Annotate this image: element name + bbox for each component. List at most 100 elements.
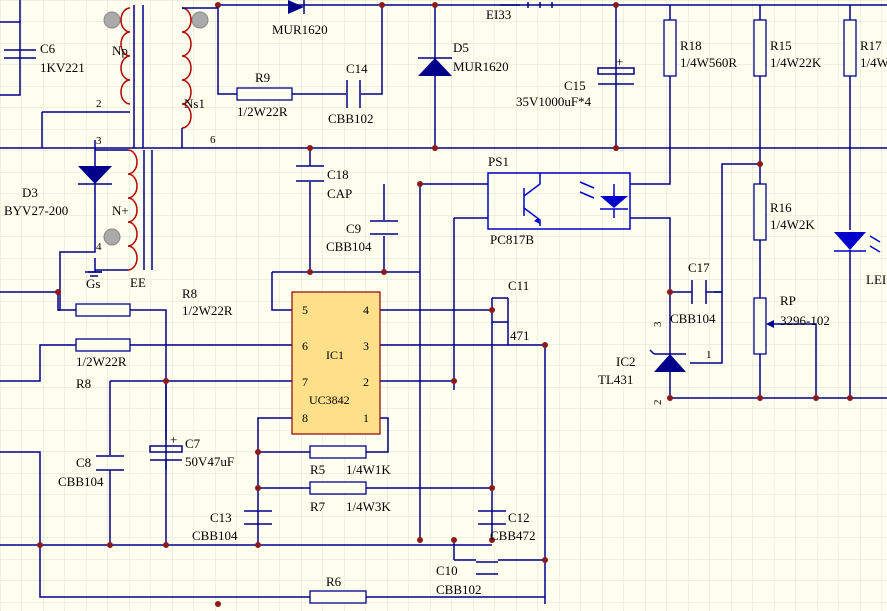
c6-value: 1KV221 [40, 60, 85, 75]
c17-value: CBB104 [670, 311, 716, 326]
capacitor-c11: C11 471 [492, 278, 530, 343]
capacitor-c8: C8 CBB104 [58, 455, 124, 489]
ns1-winding [181, 7, 192, 129]
d5-ref: D5 [453, 40, 469, 55]
capacitor-c9: C9 CBB104 [326, 220, 398, 254]
mur-top-value: MUR1620 [272, 22, 328, 37]
resistor-r16: R16 1/4W2K [753, 183, 815, 241]
resistor-r18: R18 1/4W560R [663, 19, 737, 77]
potentiometer-rp: RP 3296-102 [753, 293, 830, 355]
c17-ref: C17 [688, 260, 710, 275]
c7-plus-icon: + [170, 432, 177, 447]
np-label: Np [112, 43, 128, 58]
resistor-r8-lower: 1/2W22R R8 [75, 338, 131, 391]
r8-upper-ref: R8 [182, 286, 197, 301]
r7-ref: R7 [310, 499, 326, 514]
capacitor-c17: C17 CBB104 [670, 260, 716, 326]
resistor-r8-upper: R8 1/2W22R [75, 286, 233, 318]
ic2-ref: IC2 [616, 354, 636, 369]
nplus-winding [127, 149, 138, 271]
transformer: Np Ns1 N+ EE 2 3 4 6 Gs [85, 7, 218, 291]
r9-ref: R9 [255, 70, 270, 85]
c15-value: 35V1000uF*4 [516, 94, 592, 109]
c10-value: CBB102 [436, 582, 482, 597]
ic2-pin-3: 3 [652, 321, 664, 327]
c14-ref: C14 [346, 61, 368, 76]
ns1-label: Ns1 [184, 96, 205, 111]
r6-ref: R6 [326, 574, 342, 589]
rp-value: 3296-102 [780, 313, 830, 328]
winding-pin-3: 3 [96, 135, 102, 147]
resistor-r15: R15 1/4W22K [753, 19, 822, 77]
c13-ref: C13 [210, 510, 232, 525]
ic2-pin-1: 1 [706, 349, 712, 361]
ee-label: EE [130, 275, 146, 290]
gs-label: Gs [86, 276, 100, 291]
r16-value: 1/4W2K [770, 217, 815, 232]
ic1-pin-7: 7 [302, 375, 308, 389]
c7-value: 50V47uF [185, 454, 234, 469]
resistor-r9: R9 1/2W22R [236, 70, 293, 119]
r17-ref: R17 [860, 38, 882, 53]
c6-ref: C6 [40, 41, 56, 56]
ic1-pin-3: 3 [363, 339, 369, 353]
capacitor-c14: C14 CBB102 [328, 61, 374, 126]
inductor-ei33: EI33 [486, 2, 553, 22]
d3-ref: D3 [22, 185, 38, 200]
led-label: LEI [866, 272, 886, 287]
ic1-value: UC3842 [309, 393, 350, 407]
c12-ref: C12 [508, 510, 530, 525]
r8-upper-value: 1/2W22R [182, 303, 233, 318]
capacitor-c15: + C15 35V1000uF*4 [516, 54, 635, 109]
c18-value: CAP [327, 186, 352, 201]
resistor-r17: R17 1/4W [843, 19, 887, 77]
ic1-ref: IC1 [326, 348, 344, 362]
d3-value: BYV27-200 [4, 203, 68, 218]
r18-value: 1/4W560R [680, 55, 737, 70]
gs-ground-icon [85, 271, 102, 277]
c8-value: CBB104 [58, 474, 104, 489]
r17-value: 1/4W [860, 55, 887, 70]
ei33-label: EI33 [486, 7, 511, 22]
r8-lower-value: 1/2W22R [76, 354, 127, 369]
diode-d3: D3 BYV27-200 [4, 166, 112, 218]
capacitor-c13: C13 CBB104 [192, 510, 272, 543]
ic1-pin-8: 8 [302, 411, 308, 425]
capacitor-c12: C12 CBB472 [478, 510, 536, 543]
ic1-pin-4: 4 [363, 303, 369, 317]
winding-pin-2: 2 [96, 98, 102, 110]
diode-mur1620-top: MUR1620 [272, 0, 328, 37]
r5-ref: R5 [310, 462, 325, 477]
ic2-pin-2: 2 [652, 400, 664, 406]
c15-ref: C15 [564, 78, 586, 93]
winding-pin-6: 6 [210, 134, 216, 146]
junctions [37, 2, 853, 607]
c9-ref: C9 [346, 221, 361, 236]
ic-uc3842: 5 4 6 3 7 2 8 1 IC1 UC3842 [291, 291, 381, 435]
c11-ref: C11 [508, 278, 529, 293]
resistor-r5: R5 1/4W1K [309, 445, 391, 477]
ic-tl431: 3 2 1 IC2 TL431 [598, 321, 712, 405]
capacitor-c7: + C7 50V47uF [149, 432, 234, 470]
ps1-value: PC817B [490, 232, 534, 247]
winding-pin-4: 4 [96, 241, 102, 253]
resistor-r6: R6 [309, 574, 367, 604]
led: LEI [834, 232, 886, 287]
c15-plus-icon: + [616, 54, 623, 69]
c10-ref: C10 [436, 563, 458, 578]
r16-ref: R16 [770, 200, 792, 215]
diode-d5: D5 MUR1620 [418, 40, 509, 76]
capacitor-c10: C10 CBB102 [436, 561, 498, 597]
c14-value: CBB102 [328, 111, 374, 126]
r8-lower-ref: R8 [76, 376, 91, 391]
rp-ref: RP [780, 293, 796, 308]
d5-value: MUR1620 [453, 59, 509, 74]
nplus-label: N+ [112, 203, 129, 218]
r7-value: 1/4W3K [346, 499, 391, 514]
capacitor-c18: C18 CAP [296, 165, 352, 201]
ic1-pin-5: 5 [302, 303, 308, 317]
